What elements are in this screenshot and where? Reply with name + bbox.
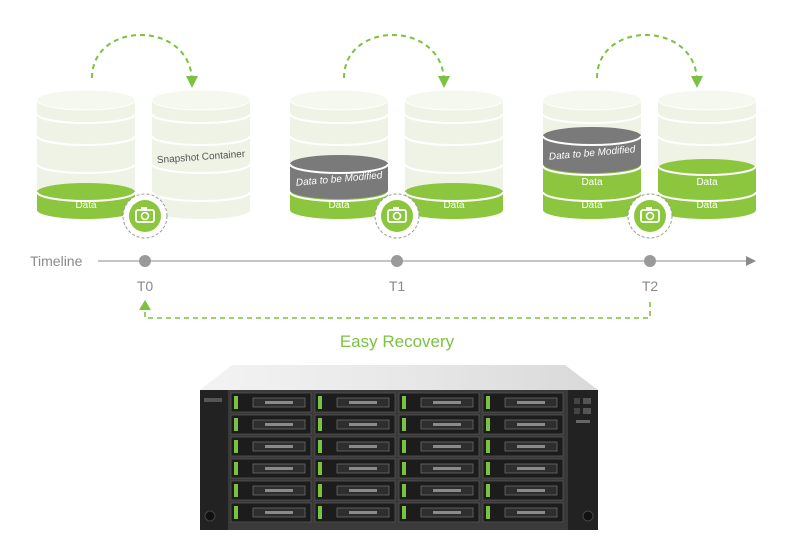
drive-bay — [482, 458, 564, 479]
drive-bay — [230, 502, 312, 523]
drive-bay — [314, 502, 396, 523]
copy-arrow-t2 — [596, 34, 698, 83]
copy-arrow-t0 — [91, 34, 193, 83]
time-label-t1: T1 — [389, 278, 406, 294]
drive-bay — [398, 414, 480, 435]
arrow-head-icon — [438, 76, 450, 88]
drive-bay — [398, 392, 480, 413]
drive-bay — [230, 392, 312, 413]
drive-bay — [482, 502, 564, 523]
camera-icon — [122, 193, 168, 239]
stage-t1-snapshot-stack: Data — [404, 89, 504, 219]
time-label-t0: T0 — [137, 278, 154, 294]
drive-bay — [314, 414, 396, 435]
drive-bay — [398, 502, 480, 523]
stage-t1-snapshot-data-label: Data — [443, 200, 465, 211]
stage-t1-data-label: Data — [328, 200, 350, 211]
recovery-label: Easy Recovery — [340, 332, 455, 351]
arrow-head-icon — [186, 76, 198, 88]
camera-icon — [627, 193, 673, 239]
drive-bay — [230, 480, 312, 501]
timeline-label: Timeline — [30, 253, 83, 269]
drive-bay — [314, 436, 396, 457]
arrow-up-icon — [139, 300, 151, 310]
drive-bay — [314, 458, 396, 479]
drive-bay — [482, 392, 564, 413]
drive-bay — [482, 414, 564, 435]
timeline-point-t2 — [644, 255, 656, 267]
drive-bay — [230, 458, 312, 479]
drive-bay — [314, 392, 396, 413]
drive-bay — [230, 414, 312, 435]
camera-icon — [374, 193, 420, 239]
drive-bay — [230, 436, 312, 457]
stage-t2-original-stack: Data to be Modified Data Data — [542, 89, 642, 219]
stage-t2-data-label-1: Data — [581, 177, 603, 188]
drive-bay — [398, 458, 480, 479]
timeline-point-t0 — [139, 255, 151, 267]
arrow-right-icon — [746, 256, 756, 266]
stage-t2-snapshot-data-label-1: Data — [696, 177, 718, 188]
stage-t1-original-stack: Data to be Modified Data — [289, 89, 389, 219]
stage-t0-data-label: Data — [75, 200, 97, 211]
drive-bay — [314, 480, 396, 501]
stage-t2-snapshot-stack: Data Data — [657, 89, 757, 219]
stage-t2-snapshot-data-label-2: Data — [696, 200, 718, 211]
recovery-path — [144, 302, 651, 319]
timeline-point-t1 — [391, 255, 403, 267]
stage-t2-data-label-2: Data — [581, 200, 603, 211]
drive-bay — [482, 436, 564, 457]
drive-bays — [230, 392, 564, 523]
drive-bay — [398, 436, 480, 457]
copy-arrow-t1 — [343, 34, 445, 83]
stage-t0-snapshot-container: Snapshot Container — [151, 89, 251, 219]
stage-t0-original-stack: Data — [36, 89, 136, 219]
time-label-t2: T2 — [642, 278, 659, 294]
drive-bay — [482, 480, 564, 501]
drive-bay — [398, 480, 480, 501]
arrow-head-icon — [691, 76, 703, 88]
